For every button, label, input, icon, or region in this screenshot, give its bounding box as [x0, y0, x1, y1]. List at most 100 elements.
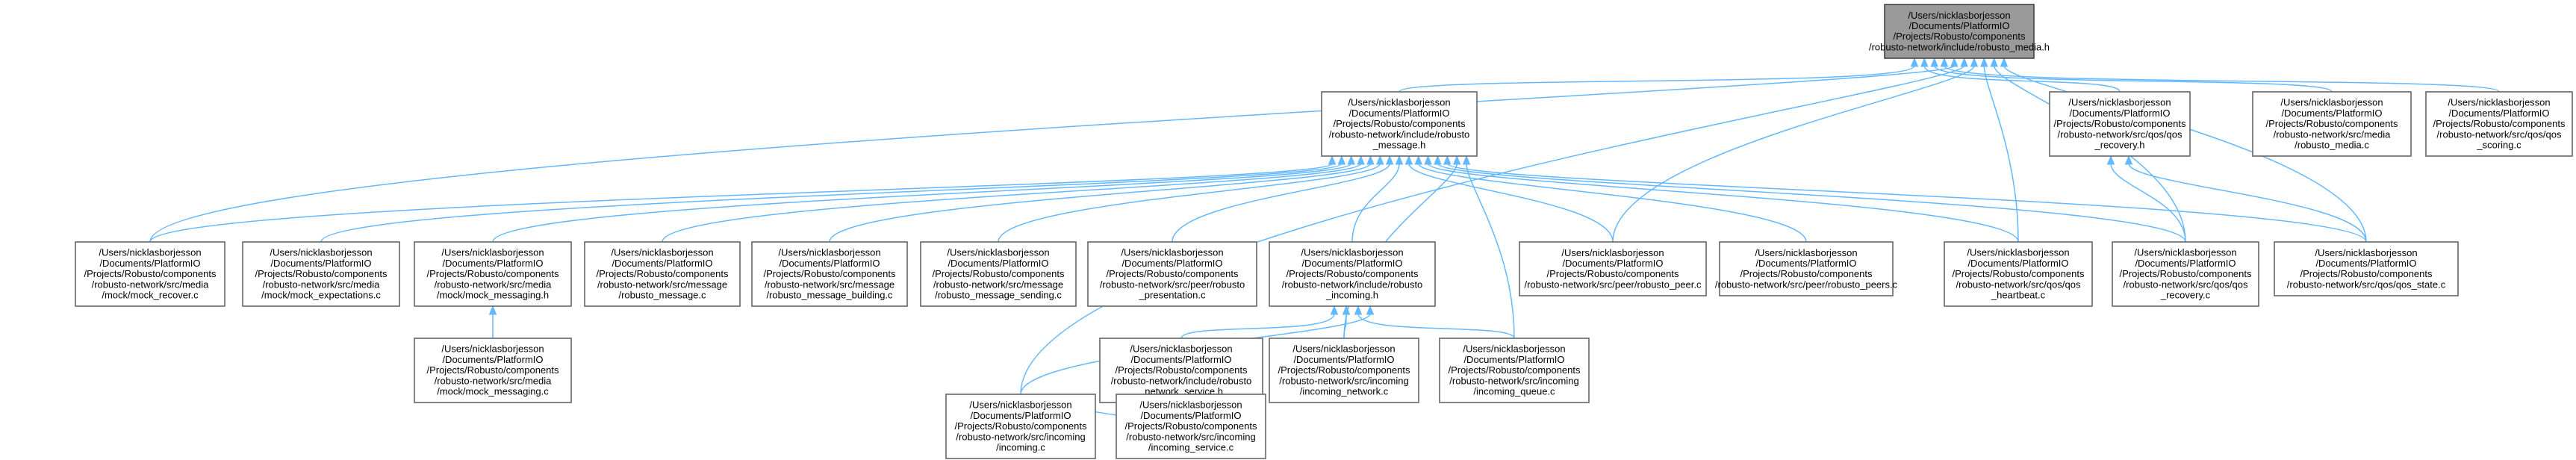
dependency-edge: [1923, 65, 2121, 93]
dependency-arrowhead: [1434, 155, 1442, 165]
dependency-arrowhead: [1385, 155, 1394, 165]
node-label-line: /robusto-network/src/peer/robusto_peer.c: [1524, 279, 1702, 290]
dependency-edge: [320, 163, 1343, 243]
node-label-line: _heartbeat.c: [1991, 290, 2046, 301]
dependency-arrowhead: [1357, 155, 1365, 165]
dependency-edge: [492, 163, 1352, 243]
node-label-line: /Projects/Robusto/components: [2300, 268, 2433, 279]
dependency-edge: [1351, 163, 1400, 243]
node-label-line: /Users/nicklasborjesson: [99, 247, 201, 258]
dependency-edge: [829, 163, 1372, 243]
graph-node-root[interactable]: /Users/nicklasborjesson/Documents/Platfo…: [1869, 4, 2050, 59]
dependency-arrowhead: [1443, 155, 1452, 165]
node-label-line: /robusto-network/src/qos/qos: [2058, 128, 2183, 140]
graph-node-incoming-service-c[interactable]: /Users/nicklasborjesson/Documents/Platfo…: [1116, 394, 1266, 459]
dependency-edge: [2128, 163, 2367, 243]
node-label-line: /robusto-network/src/message: [933, 279, 1063, 290]
node-label-line: /Projects/Robusto/components: [932, 268, 1065, 279]
dependency-edge: [1983, 65, 2019, 243]
node-box: [1099, 338, 1263, 403]
node-label-line: /Projects/Robusto/components: [84, 268, 217, 279]
dependency-arrowhead: [1970, 57, 1979, 67]
graph-node-incoming-queue-c[interactable]: /Users/nicklasborjesson/Documents/Platfo…: [1439, 338, 1590, 403]
node-label-line: /Users/nicklasborjesson: [2315, 247, 2417, 258]
dependency-arrowhead: [1376, 155, 1384, 165]
node-label-line: /Projects/Robusto/components: [1286, 268, 1419, 279]
dependency-arrowhead: [1462, 155, 1471, 165]
dependency-arrowhead: [1950, 57, 1959, 67]
node-label-line: /robusto-network/src/qos/qos_state.c: [2287, 279, 2446, 290]
graph-node-robusto-peer-c[interactable]: /Users/nicklasborjesson/Documents/Platfo…: [1519, 241, 1707, 296]
dependency-edge: [1180, 313, 1335, 339]
dependency-arrowhead: [1395, 155, 1404, 165]
node-label-line: /Documents/PlatformIO: [2135, 258, 2236, 269]
dependency-arrowhead: [2000, 57, 2009, 67]
graph-node-incoming-h[interactable]: /Users/nicklasborjesson/Documents/Platfo…: [1269, 241, 1436, 307]
node-label-line: /Documents/PlatformIO: [2448, 108, 2549, 119]
graph-node-mock-messaging-c[interactable]: /Users/nicklasborjesson/Documents/Platfo…: [414, 338, 572, 403]
graph-node-mock-messaging-h[interactable]: /Users/nicklasborjesson/Documents/Platfo…: [414, 241, 572, 307]
node-label-line: /Projects/Robusto/components: [1106, 268, 1239, 279]
node-label-line: /Users/nicklasborjesson: [1139, 400, 1242, 411]
node-label-line: /robusto-network/include/robusto: [1329, 128, 1470, 140]
graph-node-qos-recovery-c[interactable]: /Users/nicklasborjesson/Documents/Platfo…: [2112, 241, 2259, 307]
node-label-line: /Documents/PlatformIO: [1908, 20, 2009, 31]
dependency-arrowhead: [1366, 155, 1375, 165]
node-label-line: /Documents/PlatformIO: [2281, 108, 2382, 119]
graph-node-mock-expectations-c[interactable]: /Users/nicklasborjesson/Documents/Platfo…: [242, 241, 400, 307]
dependency-arrowhead: [488, 305, 497, 315]
node-label-line: /Projects/Robusto/components: [426, 364, 559, 376]
node-label-line: /robusto-network/src/peer/robusto: [1100, 279, 1245, 290]
node-box: [2049, 91, 2191, 157]
node-label-line: _presentation.c: [1139, 290, 1206, 301]
graph-node-network-service-h[interactable]: /Users/nicklasborjesson/Documents/Platfo…: [1099, 338, 1263, 403]
graph-node-message-building-c[interactable]: /Users/nicklasborjesson/Documents/Platfo…: [751, 241, 908, 307]
node-label-line: /robusto-network/src/media: [435, 279, 553, 290]
node-label-line: /Documents/PlatformIO: [948, 258, 1048, 269]
graph-node-message-h[interactable]: /Users/nicklasborjesson/Documents/Platfo…: [1321, 91, 1478, 157]
node-label-line: _scoring.c: [2476, 140, 2521, 151]
graph-node-qos-state-c[interactable]: /Users/nicklasborjesson/Documents/Platfo…: [2274, 241, 2459, 296]
node-label-line: /Documents/PlatformIO: [612, 258, 712, 269]
node-label-line: /Projects/Robusto/components: [1278, 364, 1410, 376]
node-label-line: /Users/nicklasborjesson: [1463, 344, 1565, 355]
node-label-line: /Projects/Robusto/components: [1448, 364, 1581, 376]
node-label-line: /Users/nicklasborjesson: [1121, 247, 1223, 258]
graph-node-robusto-message-c[interactable]: /Users/nicklasborjesson/Documents/Platfo…: [584, 241, 741, 307]
graph-node-robusto-media-c[interactable]: /Users/nicklasborjesson/Documents/Platfo…: [2252, 91, 2412, 157]
node-label-line: /Documents/PlatformIO: [1301, 258, 1402, 269]
node-label-line: /Documents/PlatformIO: [99, 258, 200, 269]
node-label-line: /Documents/PlatformIO: [2069, 108, 2170, 119]
node-box: [945, 394, 1096, 459]
node-label-line: /Projects/Robusto/components: [596, 268, 729, 279]
node-box: [2112, 241, 2259, 307]
node-label-line: /Users/nicklasborjesson: [1908, 10, 2010, 21]
node-label-line: /mock/mock_recover.c: [102, 290, 199, 301]
node-box: [414, 338, 572, 403]
node-box: [1269, 241, 1436, 307]
graph-node-qos-heartbeat-c[interactable]: /Users/nicklasborjesson/Documents/Platfo…: [1944, 241, 2093, 307]
graph-node-mock-recover-c[interactable]: /Users/nicklasborjesson/Documents/Platfo…: [75, 241, 225, 307]
dependency-edge: [149, 163, 1333, 243]
graph-node-message-sending-c[interactable]: /Users/nicklasborjesson/Documents/Platfo…: [920, 241, 1077, 307]
graph-node-incoming-network-c[interactable]: /Users/nicklasborjesson/Documents/Platfo…: [1269, 338, 1419, 403]
dependency-arrowhead: [1354, 305, 1363, 315]
node-label-line: /Projects/Robusto/components: [2433, 118, 2566, 129]
graph-node-qos-recovery-h[interactable]: /Users/nicklasborjesson/Documents/Platfo…: [2049, 91, 2191, 157]
node-label-line: /robusto-network/src/media: [263, 279, 381, 290]
graph-node-incoming-c[interactable]: /Users/nicklasborjesson/Documents/Platfo…: [945, 394, 1096, 459]
dependency-arrowhead: [1920, 57, 1929, 67]
node-label-line: /Users/nicklasborjesson: [947, 247, 1049, 258]
node-label-line: /robusto-network/src/peer/robusto_peers.…: [1715, 279, 1898, 290]
dependency-arrowhead: [1452, 155, 1461, 165]
graph-node-presentation-c[interactable]: /Users/nicklasborjesson/Documents/Platfo…: [1087, 241, 1257, 307]
node-label-line: /mock/mock_messaging.c: [437, 386, 549, 397]
graph-node-qos-scoring-c[interactable]: /Users/nicklasborjesson/Documents/Platfo…: [2425, 91, 2573, 157]
dependency-edge: [1437, 163, 2186, 243]
node-label-line: /robusto-network/src/incoming: [1449, 375, 1578, 386]
node-box: [75, 241, 225, 307]
dependency-arrowhead: [1337, 155, 1346, 165]
graph-node-robusto-peers-c[interactable]: /Users/nicklasborjesson/Documents/Platfo…: [1715, 241, 1898, 296]
dependency-arrowhead: [1328, 155, 1337, 165]
